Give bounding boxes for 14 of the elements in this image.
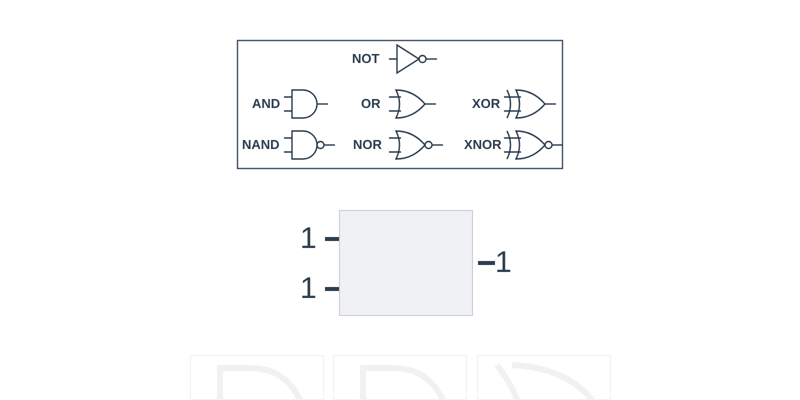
- gate-box: [339, 210, 473, 316]
- pin-line: [325, 237, 339, 241]
- signal-value: 1: [495, 248, 515, 278]
- pin-line: [325, 287, 339, 291]
- gate-name: NOT: [352, 51, 380, 67]
- pin-line: [478, 261, 495, 265]
- signal-value: 1: [300, 224, 320, 254]
- gate-name: OR: [361, 96, 380, 112]
- signal-value: 1: [300, 274, 320, 304]
- gate-name: NAND: [242, 137, 280, 153]
- gate-name: XNOR: [464, 137, 502, 153]
- gate-name: NOR: [353, 137, 382, 153]
- gate-name: XOR: [472, 96, 500, 112]
- gate-name: AND: [252, 96, 280, 112]
